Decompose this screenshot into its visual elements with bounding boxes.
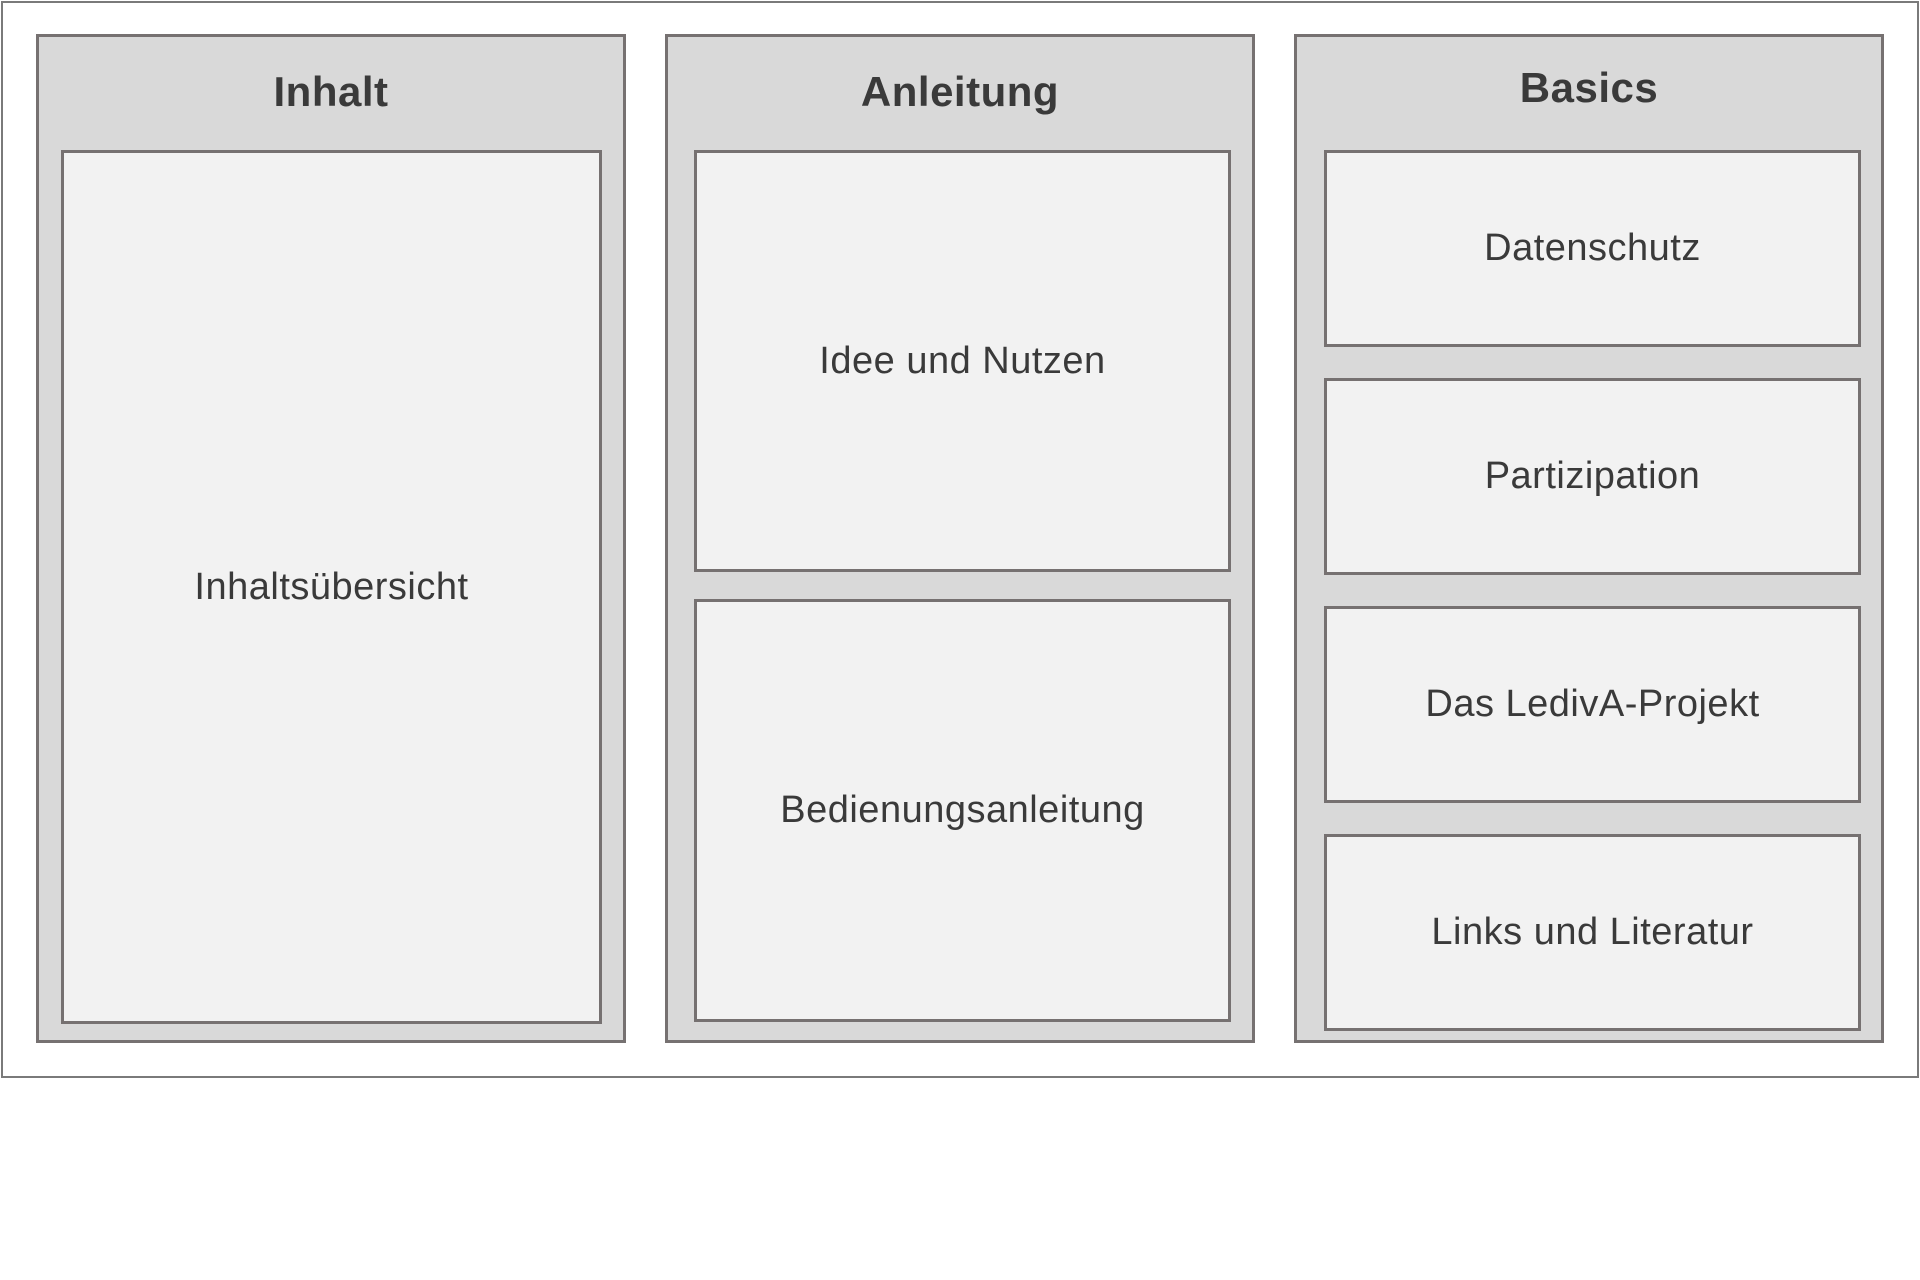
- column-title-basics: Basics: [1519, 64, 1659, 111]
- card-inhaltsuebersicht[interactable]: Inhaltsübersicht: [61, 150, 602, 1024]
- card-partizipation[interactable]: Partizipation: [1324, 378, 1861, 575]
- column-basics: Basics Datenschutz Partizipation Das Led…: [1294, 34, 1884, 1043]
- column-anleitung: Anleitung Idee und Nutzen Bedienungsanle…: [665, 34, 1255, 1043]
- card-datenschutz[interactable]: Datenschutz: [1324, 150, 1861, 347]
- column-inhalt: Inhalt Inhaltsübersicht: [36, 34, 626, 1043]
- column-title-inhalt: Inhalt: [273, 68, 389, 115]
- card-idee-und-nutzen[interactable]: Idee und Nutzen: [694, 150, 1231, 572]
- card-bedienungsanleitung[interactable]: Bedienungsanleitung: [694, 599, 1231, 1022]
- column-title-anleitung: Anleitung: [860, 68, 1060, 115]
- card-das-lediva-projekt[interactable]: Das LedivA-Projekt: [1324, 606, 1861, 803]
- card-links-und-literatur[interactable]: Links und Literatur: [1324, 834, 1861, 1031]
- diagram-frame: Inhalt Inhaltsübersicht Anleitung Idee u…: [1, 1, 1919, 1078]
